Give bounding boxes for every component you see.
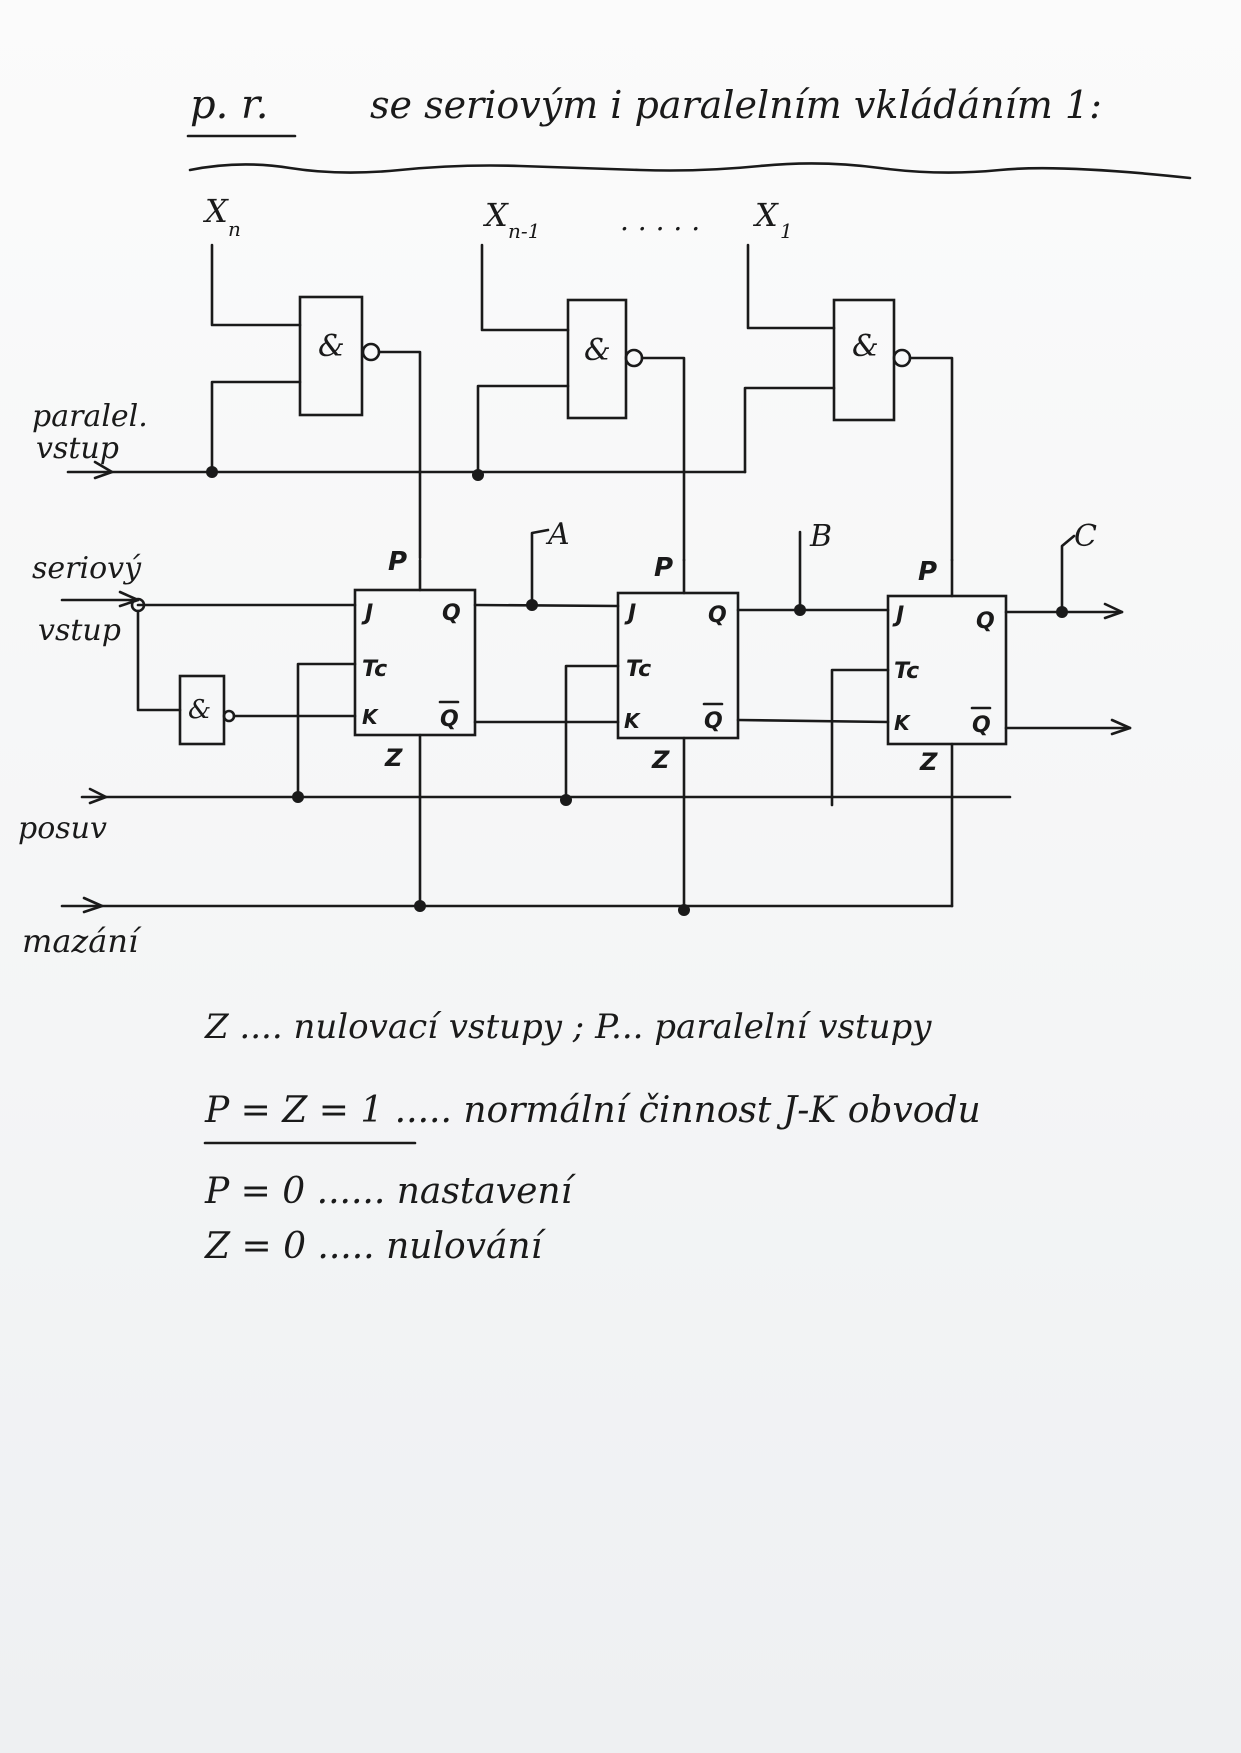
ff3-pin-q: Q [976,609,995,634]
legend-line-2: P = Z = 1 ..... normální činnost J-K obv… [204,1090,981,1131]
output-a-label: A [545,517,570,552]
ff3-pin-z: Z [919,748,938,776]
title-wavy-rule [188,162,1192,180]
ff2-pin-tc: Tc [626,657,651,682]
output-b-label: B [809,519,832,554]
nand-gate-3: & [832,298,954,562]
nand-gate-2-symbol: & [584,333,611,368]
label-paralel-vstup: vstup [36,431,119,466]
label-posuv: posuv [18,811,107,846]
serial-input-wiring: & [60,590,357,746]
nand-gate-3-symbol: & [852,329,879,364]
label-x1: X [752,196,779,234]
ff3-pin-p: P [918,557,937,587]
label-dots: . . . . . [620,204,700,237]
serial-nand-symbol: & [188,695,211,725]
mazani-clear-line [60,733,954,916]
label-mazani: mazání [22,922,142,960]
ff1-pin-qbar: Q [440,707,459,732]
jk-flipflop-3: P J Q Tc K Q Z [886,557,1008,776]
ff3-pin-qbar: Q [972,713,991,738]
ff2-pin-p: P [654,553,673,583]
label-paralel: paralel. [32,399,148,434]
ff3-pin-k: K [894,711,911,735]
label-xn1: X [482,196,509,234]
parallel-enable-line [66,380,836,481]
ff1-pin-j: J [361,601,373,626]
nand-gate-1: & [298,295,422,560]
ff1-pin-p: P [388,547,407,577]
ff2-pin-q: Q [708,603,727,628]
ff2-pin-qbar: Q [704,709,723,734]
label-x1-sub: 1 [780,219,793,243]
jk-flipflop-2: P J Q Tc K Q Z [616,553,740,774]
ff2-pin-k: K [624,709,641,733]
label-seriovy: seriový [32,551,142,586]
nand-gate-1-symbol: & [318,329,345,364]
label-xn: X [202,192,229,230]
ff1-pin-q: Q [442,601,461,626]
label-xn1-sub: n-1 [508,219,540,243]
output-c-label: C [1074,519,1097,554]
ff2-pin-z: Z [651,746,670,774]
output-wires: A B C [473,517,1132,736]
ff2-pin-j: J [624,601,636,626]
legend-line-1: Z .... nulovací vstupy ; P... paralelní … [204,1007,932,1047]
title-abbr: p. r. [190,82,268,128]
legend: Z .... nulovací vstupy ; P... paralelní … [203,1007,981,1267]
ff3-pin-tc: Tc [894,659,919,684]
data-input-wires [210,243,836,332]
ff1-pin-k: K [362,705,379,729]
nand-gate-2: & [566,298,686,562]
ff1-pin-z: Z [384,744,403,772]
posuv-clock-line [80,662,1012,807]
label-seriovy-vstup: vstup [38,613,121,648]
ff1-pin-tc: Tc [362,657,387,682]
label-xn-sub: n [228,217,241,241]
jk-flipflop-1: P J Q Tc K Q Z [353,547,477,772]
legend-line-4: Z = 0 ..... nulování [204,1226,547,1267]
title: p. r. se seriovým i paralelním vkládáním… [186,82,1192,180]
ff3-pin-j: J [892,603,904,628]
legend-line-3: P = 0 ...... nastavení [204,1171,577,1212]
title-text: se seriovým i paralelním vkládáním 1: [370,83,1102,127]
